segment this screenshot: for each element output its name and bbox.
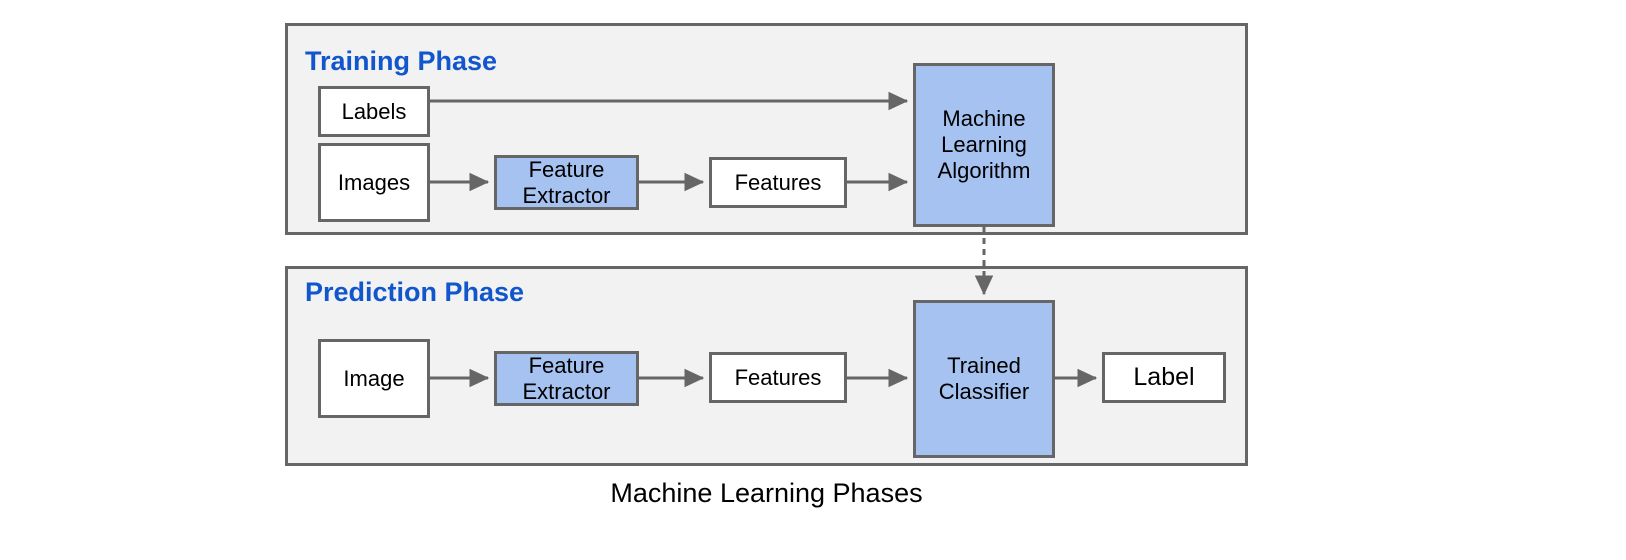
node-feature-extractor-training[interactable]: Feature Extractor — [494, 155, 639, 210]
training-phase-title: Training Phase — [305, 46, 498, 76]
prediction-phase-title: Prediction Phase — [305, 277, 525, 307]
node-ml-algorithm[interactable]: Machine Learning Algorithm — [913, 63, 1055, 227]
node-image[interactable]: Image — [318, 339, 430, 418]
node-feature-extractor-prediction[interactable]: Feature Extractor — [494, 351, 639, 406]
node-images-text: Images — [337, 169, 411, 195]
node-features-training[interactable]: Features — [709, 157, 847, 208]
node-trained-classifier[interactable]: Trained Classifier — [913, 300, 1055, 458]
node-features-training-text: Features — [734, 169, 822, 195]
node-feature-extractor-prediction-text: Feature Extractor — [522, 352, 611, 404]
node-label-output[interactable]: Label — [1102, 352, 1226, 403]
node-labels[interactable]: Labels — [318, 86, 430, 137]
diagram-caption: Machine Learning Phases — [610, 478, 923, 508]
node-label-output-text: Label — [1133, 362, 1195, 391]
node-trained-classifier-text: Trained Classifier — [938, 353, 1030, 404]
node-image-text: Image — [343, 365, 405, 391]
node-feature-extractor-training-text: Feature Extractor — [522, 156, 611, 208]
node-labels-text: Labels — [341, 98, 407, 124]
node-features-prediction-text: Features — [734, 364, 822, 390]
node-features-prediction[interactable]: Features — [709, 352, 847, 403]
node-ml-algorithm-text: Machine Learning Algorithm — [937, 106, 1031, 183]
node-images[interactable]: Images — [318, 143, 430, 222]
